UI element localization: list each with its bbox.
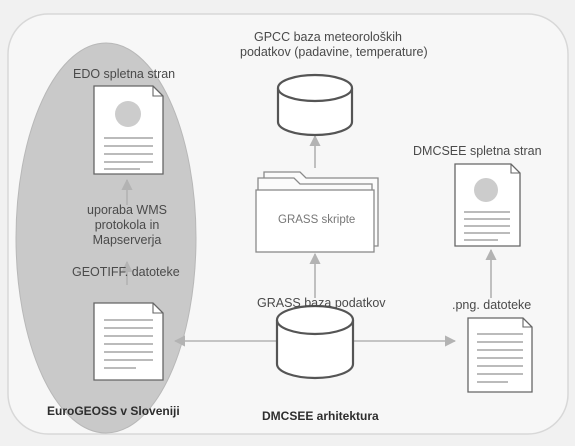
wms-label-line3: Mapserverja [92,233,162,247]
geotiff-files-label: GEOTIFF. datoteke [72,265,180,279]
edo-page-label: EDO spletna stran [73,67,176,81]
gpcc-label-line2: podatkov (padavine, temperature) [240,45,428,59]
gpcc-label-line1: GPCC baza meteoroloških [254,30,402,44]
png-file-icon [467,317,533,393]
wms-label-line2: protokola in [94,218,160,232]
eurogeoss-title: EuroGEOSS v Sloveniji [47,404,180,418]
gpcc-database-icon [276,73,354,137]
edo-web-page-icon [93,85,164,175]
grass-database-icon [275,304,355,380]
dmcsee-architecture-title: DMCSEE arhitektura [262,409,379,423]
dmcsee-web-page-icon [454,163,521,247]
grass-scripts-folder-icon [255,171,379,253]
dmcsee-page-label: DMCSEE spletna stran [413,144,542,158]
wms-protocol-label: uporaba WMS protokola in Mapserverja [67,203,187,248]
grass-database-label: GRASS baza podatkov [257,296,386,310]
geotiff-file-icon [93,302,164,381]
wms-label-line1: uporaba WMS [87,203,167,217]
gpcc-database-label: GPCC baza meteoroloških podatkov (padavi… [240,30,470,60]
png-files-label: .png. datoteke [452,298,532,312]
grass-scripts-label: GRASS skripte [278,214,356,226]
